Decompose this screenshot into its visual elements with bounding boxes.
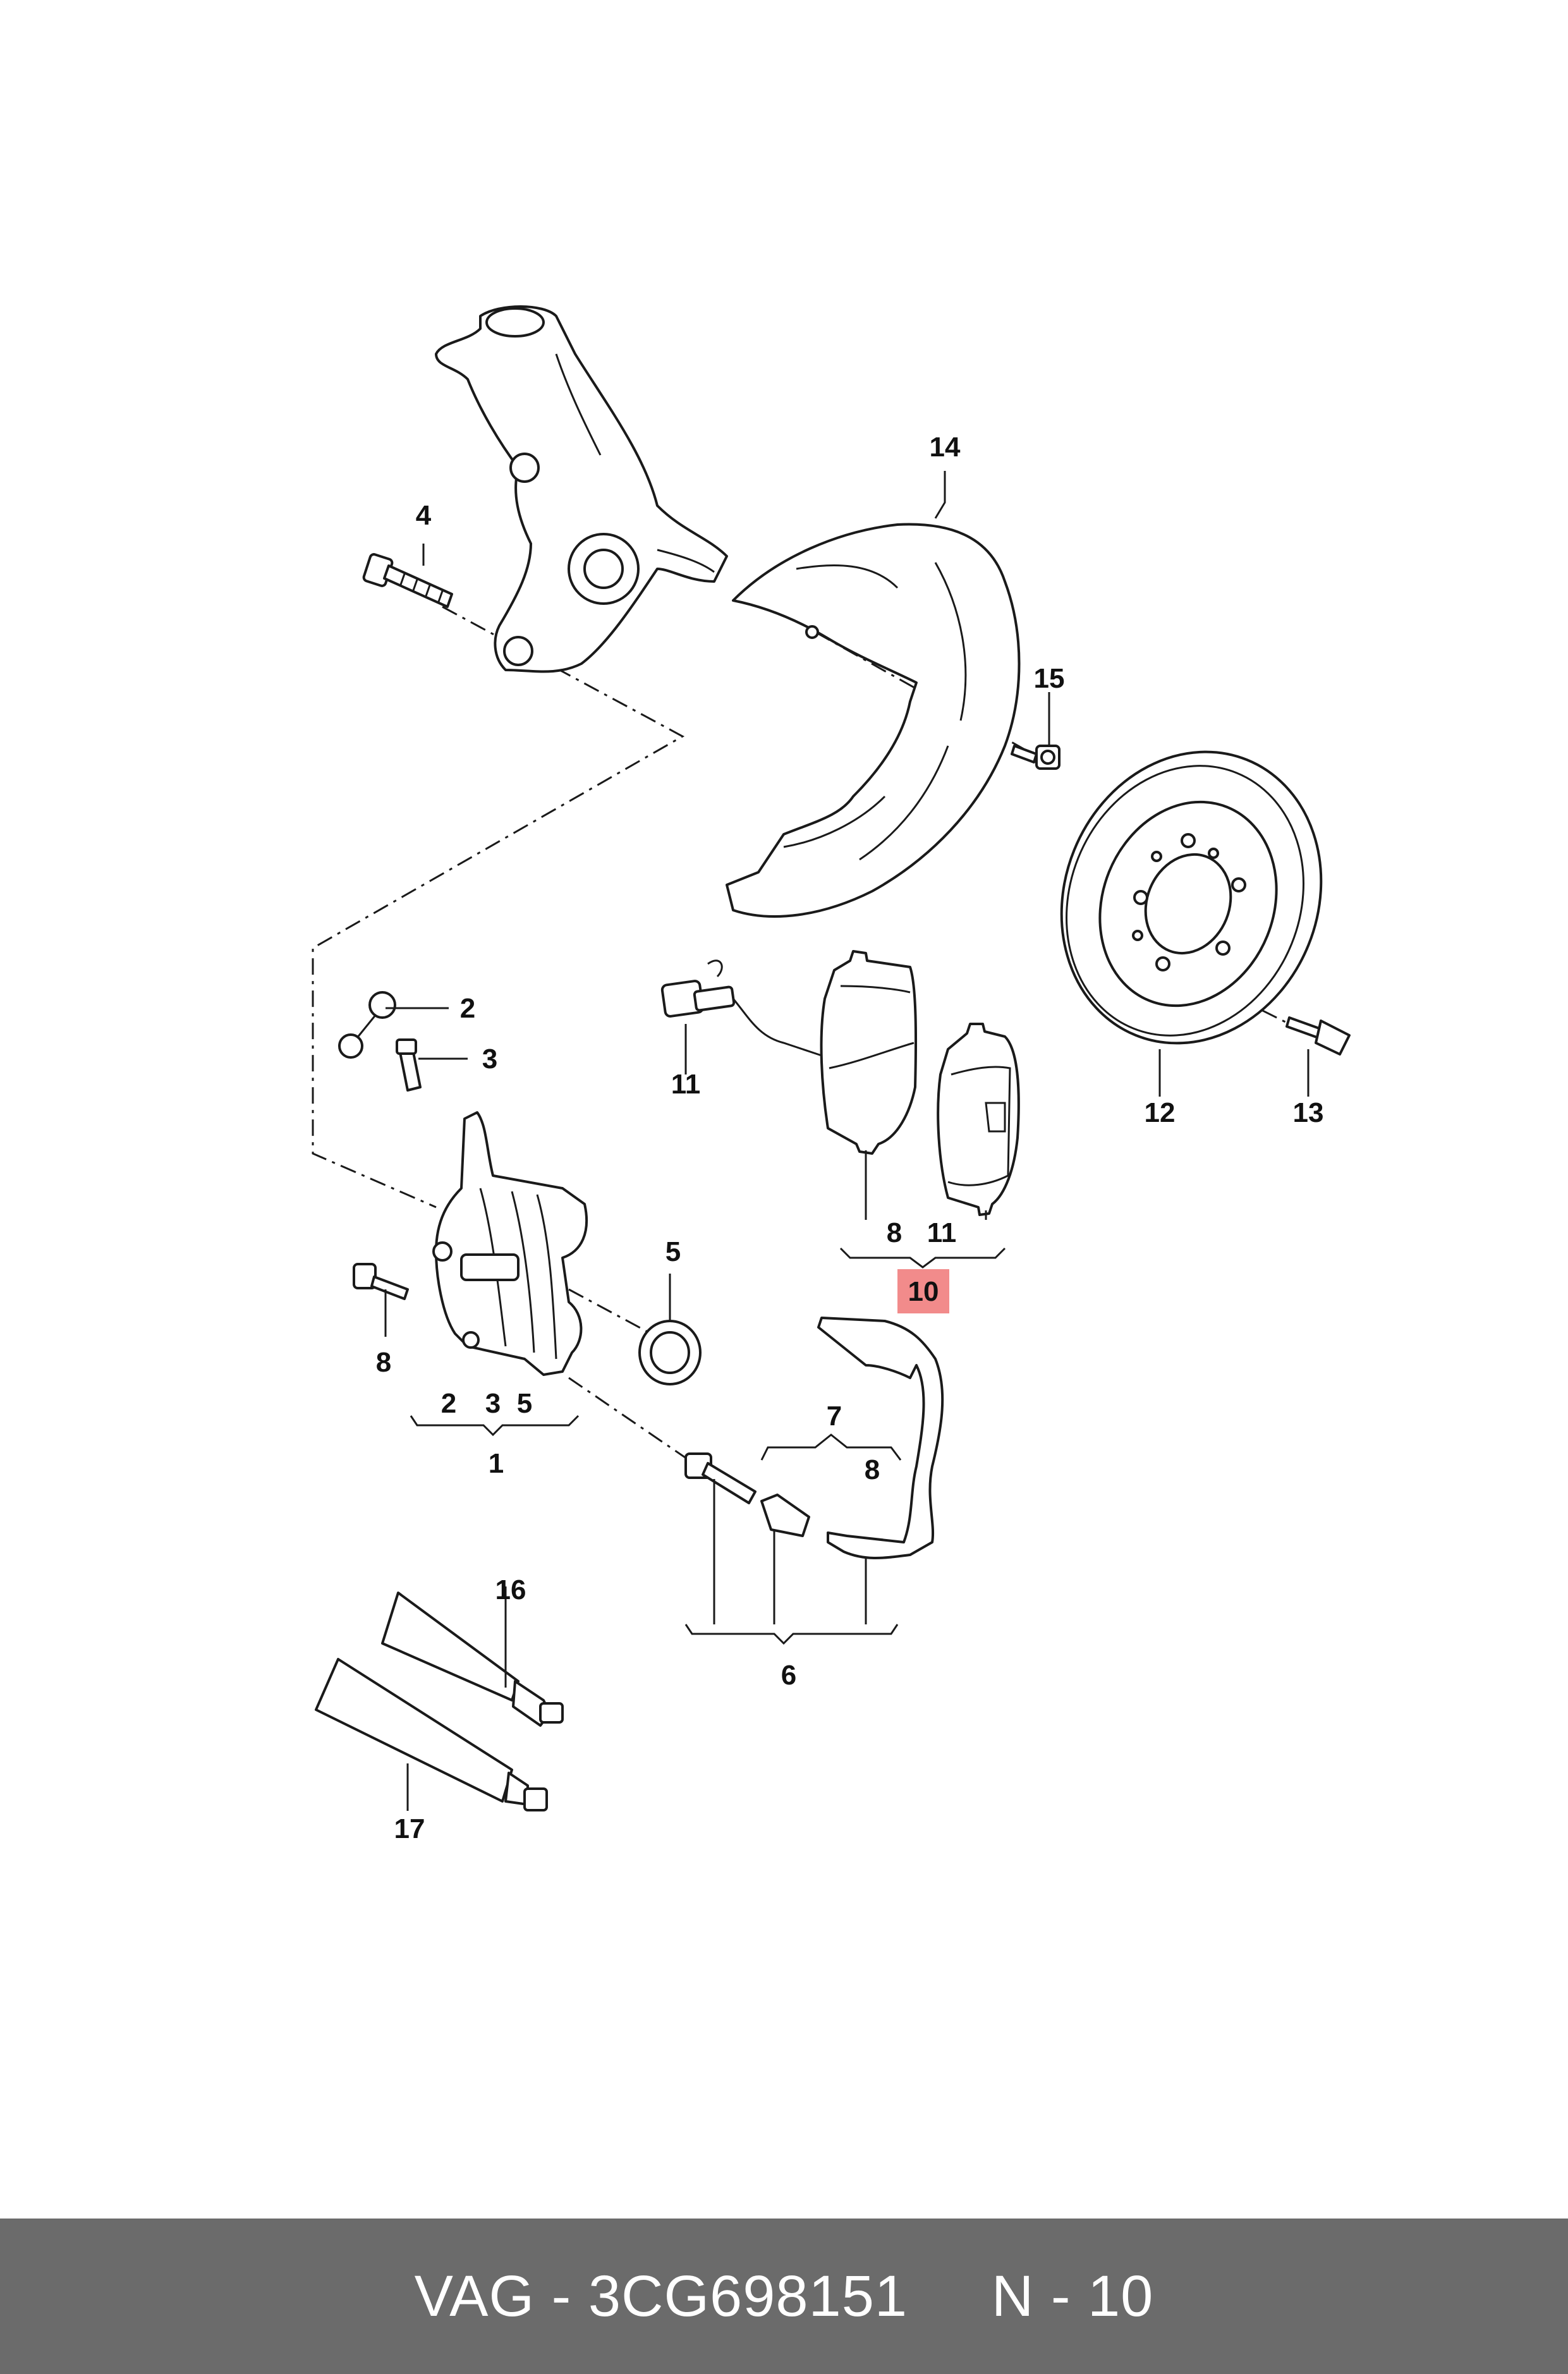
label-7: 7 [827, 1401, 842, 1432]
assembly-line-knuckle [312, 606, 685, 1208]
label-13: 13 [1293, 1097, 1324, 1128]
label-8-pad: 8 [887, 1217, 902, 1248]
label-2: 2 [460, 993, 475, 1024]
bolt-8-caliper [353, 1263, 409, 1300]
label-3: 3 [482, 1044, 497, 1074]
brace-group-6 [684, 1624, 899, 1645]
brake-pad-outer [937, 1023, 1020, 1216]
bolt-15 [1011, 745, 1061, 770]
label-3-group: 3 [485, 1388, 501, 1419]
label-8-spring: 8 [865, 1454, 880, 1485]
label-5: 5 [665, 1236, 681, 1267]
footer-bar: VAG - 3CG698151 N - 10 [0, 2219, 1568, 2374]
assembly-line-caliper [568, 1288, 690, 1461]
label-17: 17 [394, 1813, 425, 1844]
bolt-4 [362, 553, 453, 608]
label-11-sensor: 11 [671, 1069, 701, 1100]
brace-group-7 [760, 1434, 902, 1461]
label-1: 1 [489, 1448, 504, 1479]
brace-group-10 [839, 1247, 1006, 1269]
label-4: 4 [416, 500, 432, 531]
screw-13 [1285, 1016, 1351, 1056]
brake-caliper [432, 1111, 588, 1376]
brake-pad-inner [820, 950, 918, 1155]
wear-sensor [660, 959, 822, 1057]
grease-tube-17 [315, 1658, 548, 1811]
label-14: 14 [930, 432, 961, 463]
label-10: 10 [908, 1276, 939, 1307]
brake-disc [1060, 750, 1323, 1045]
assembly-line-disc [1175, 966, 1290, 1025]
label-12: 12 [1145, 1097, 1176, 1128]
label-16: 16 [495, 1574, 526, 1605]
leader-lines [384, 471, 1310, 1811]
bleed-screw-3 [396, 1038, 422, 1092]
steering-knuckle [435, 305, 728, 673]
brake-dust-shield [726, 523, 1021, 918]
part-number-caption: VAG - 3CG698151 N - 10 [414, 2263, 1154, 2328]
retaining-spring [817, 1317, 944, 1559]
brake-parts-diagram: 4 14 15 12 13 11 2 3 8 11 10 5 8 2 3 5 1… [312, 305, 1351, 1844]
label-11-pad: 11 [927, 1217, 957, 1248]
label-8-bolt: 8 [376, 1347, 391, 1378]
label-15: 15 [1034, 663, 1065, 694]
grease-tube-16 [381, 1592, 564, 1727]
guide-sleeve [760, 1494, 810, 1537]
piston-seal [638, 1320, 702, 1385]
highlight-box [897, 1269, 949, 1313]
dust-cap-2 [338, 991, 396, 1059]
label-5-group: 5 [517, 1388, 532, 1419]
guide-pin [684, 1452, 757, 1504]
brace-group-1 [410, 1415, 580, 1437]
label-2-group: 2 [441, 1388, 456, 1419]
label-6: 6 [781, 1660, 796, 1691]
